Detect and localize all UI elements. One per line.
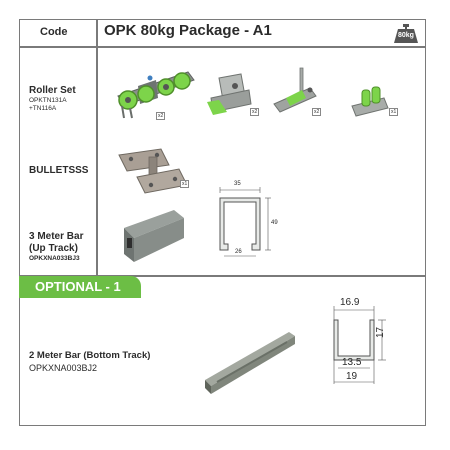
roller-qty-1: x2 xyxy=(156,112,166,120)
weight-badge-text: 80kg xyxy=(398,32,414,39)
up-track-label-line2: (Up Track) xyxy=(29,243,78,254)
up-track-bar-image xyxy=(118,208,188,263)
roller-set-code-2: +TN116A xyxy=(29,105,57,112)
bottom-track-dim-top: 16.9 xyxy=(340,297,360,308)
up-track-code: OPKXNA033BJ3 xyxy=(29,255,80,262)
header-divider xyxy=(19,46,426,48)
bottom-track-code: OPKXNA003BJ2 xyxy=(29,363,98,373)
table-frame xyxy=(19,19,426,426)
bottom-track-profile-diagram: 16.9 17 13.5 19 xyxy=(322,296,402,386)
bottom-track-dim-bottom: 19 xyxy=(346,371,358,382)
bottom-track-dim-inner: 13.5 xyxy=(342,357,362,368)
up-track-profile-diagram: 35 49 26 xyxy=(214,181,284,258)
optional-badge: OPTIONAL - 1 xyxy=(19,276,141,298)
end-stopper-qty: x1 xyxy=(389,108,399,116)
bullets-label: BULLETSSS xyxy=(29,165,89,176)
code-column-header: Code xyxy=(40,26,68,38)
column-divider xyxy=(96,19,98,276)
bullet-qty: x1 xyxy=(180,180,190,188)
roller-set-label: Roller Set xyxy=(29,85,76,96)
hanger-bracket-image xyxy=(205,72,260,117)
bottom-track-dim-height: 17 xyxy=(375,326,386,338)
weight-icon: 80kg xyxy=(394,24,418,43)
up-track-label-line1: 3 Meter Bar xyxy=(29,231,84,242)
bullet-plate-image xyxy=(115,145,190,197)
hanger-qty: x2 xyxy=(250,108,260,116)
optional-divider xyxy=(19,275,426,277)
bottom-track-bar-image xyxy=(203,330,298,400)
guide-bolt-image xyxy=(272,66,322,118)
up-track-dim-width-bottom: 26 xyxy=(235,249,242,255)
end-stopper-image xyxy=(350,84,395,118)
package-title: OPK 80kg Package - A1 xyxy=(104,22,272,39)
roller-carriage-image xyxy=(110,62,200,122)
up-track-dim-height: 49 xyxy=(271,220,278,226)
bottom-track-label: 2 Meter Bar (Bottom Track) xyxy=(29,350,151,361)
guide-bolt-qty: x2 xyxy=(312,108,322,116)
roller-set-code-1: OPKTN131A xyxy=(29,97,67,104)
up-track-dim-width-top: 35 xyxy=(234,181,241,187)
